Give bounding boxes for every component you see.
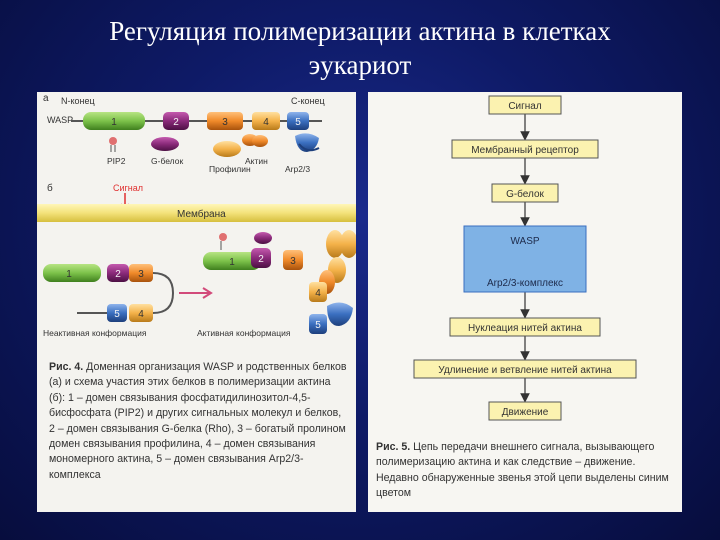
- svg-text:3: 3: [290, 256, 296, 267]
- figure-5-caption-label: Рис. 5.: [376, 441, 411, 453]
- figure-4-caption: Рис. 4. Доменная организация WASP и родс…: [49, 360, 349, 483]
- figure-4-caption-text: Доменная организация WASP и родственных …: [49, 361, 347, 481]
- figure-5-flowchart: Сигнал Мембранный рецептор G-белок WASP …: [413, 95, 637, 421]
- svg-text:Удлинение и ветвление нитей ак: Удлинение и ветвление нитей актина: [438, 365, 612, 376]
- part-a-label: а: [43, 93, 49, 104]
- svg-text:1: 1: [229, 257, 235, 268]
- figure-4-diagram: а N-конец С-конец WASP 1 2 3 4 5 PIP2 G-…: [37, 93, 356, 338]
- membrane-label: Мембрана: [177, 208, 226, 220]
- membrane: [37, 204, 356, 222]
- domain-5-label: 5: [295, 117, 301, 128]
- flow-box-g-protein: [491, 183, 559, 203]
- c-terminus-label: С-конец: [291, 96, 325, 106]
- figure-5-caption-text: Цепь передачи внешнего сигнала, вызывающ…: [376, 441, 669, 500]
- inactive-domain-2: [107, 264, 129, 282]
- flow-box-wasp-group: [463, 225, 587, 293]
- slide-title-line2: эукариот: [308, 50, 412, 80]
- arp23-icon: [295, 133, 320, 152]
- svg-text:4: 4: [138, 309, 144, 320]
- pip2-icon: [109, 137, 117, 152]
- inactive-domain-3: [129, 264, 153, 282]
- domain-1: [83, 112, 145, 130]
- svg-text:2: 2: [258, 254, 264, 265]
- n-terminus-label: N-конец: [61, 96, 95, 106]
- wasp-label: WASP: [47, 115, 73, 125]
- svg-text:G-белок: G-белок: [506, 188, 544, 200]
- g-protein-icon: [151, 137, 179, 151]
- active-domain-2: [251, 248, 271, 268]
- svg-text:2: 2: [115, 269, 121, 280]
- domain-4: [252, 112, 280, 130]
- svg-text:3: 3: [138, 269, 144, 280]
- domain-5: [287, 112, 309, 130]
- domain-4-label: 4: [263, 117, 269, 128]
- figure-5-caption: Рис. 5. Цепь передачи внешнего сигнала, …: [376, 440, 676, 502]
- svg-text:5: 5: [315, 320, 321, 331]
- active-conformation-label: Активная конформация: [197, 328, 291, 338]
- actin-icon: [242, 134, 268, 147]
- flow-box-elongation: [413, 359, 637, 379]
- figure-4-panel: а N-конец С-конец WASP 1 2 3 4 5 PIP2 G-…: [37, 92, 356, 512]
- active-domain-5: [309, 314, 327, 334]
- svg-text:4: 4: [315, 288, 321, 299]
- flow-box-movement: [488, 401, 562, 421]
- domain-2: [163, 112, 189, 130]
- inactive-domain-1: [43, 264, 101, 282]
- legend-profilin: Профилин: [209, 164, 251, 174]
- svg-text:Мембранный рецептор: Мембранный рецептор: [471, 144, 579, 156]
- flow-box-arp23: Arp2/3-комплекс: [487, 278, 563, 289]
- domain-1-label: 1: [111, 117, 117, 128]
- legend-actin: Актин: [245, 156, 268, 166]
- active-domain-3: [283, 250, 303, 270]
- svg-text:1: 1: [66, 269, 72, 280]
- flow-box-signal: [488, 95, 562, 115]
- flow-box-nucleation: [449, 317, 601, 337]
- slide-title: Регуляция полимеризации актина в клетках…: [60, 14, 660, 82]
- svg-text:5: 5: [114, 309, 120, 320]
- flow-box-receptor: [451, 139, 599, 159]
- bound-pip2-icon: [219, 233, 227, 250]
- signal-label: Сигнал: [113, 183, 143, 193]
- figure-4-caption-label: Рис. 4.: [49, 361, 84, 373]
- inactive-domain-5: [107, 304, 127, 322]
- slide-title-line1: Регуляция полимеризации актина в клетках: [109, 16, 611, 46]
- active-domain-1: [203, 252, 261, 270]
- domain-3-label: 3: [222, 117, 228, 128]
- flow-box-wasp: WASP: [510, 236, 539, 247]
- profilin-icon: [213, 141, 241, 157]
- domain-2-label: 2: [173, 117, 179, 128]
- bound-g-protein-icon: [254, 232, 272, 244]
- inactive-conformation-label: Неактивная конформация: [43, 328, 147, 338]
- inactive-domain-4: [129, 304, 153, 322]
- legend-g-protein: G-белок: [151, 156, 183, 166]
- svg-text:Нуклеация нитей актина: Нуклеация нитей актина: [468, 323, 582, 334]
- actin-cluster-icon: [319, 230, 356, 294]
- figure-5-panel: Сигнал Мембранный рецептор G-белок WASP …: [368, 92, 682, 512]
- svg-text:Сигнал: Сигнал: [508, 101, 542, 112]
- svg-text:Движение: Движение: [502, 407, 549, 418]
- bound-arp23-icon: [327, 302, 353, 326]
- legend-arp23: Arp2/3: [285, 164, 310, 174]
- part-b-label: б: [47, 182, 53, 194]
- legend-pip2: PIP2: [107, 156, 126, 166]
- active-domain-4: [309, 282, 327, 302]
- domain-3: [207, 112, 243, 130]
